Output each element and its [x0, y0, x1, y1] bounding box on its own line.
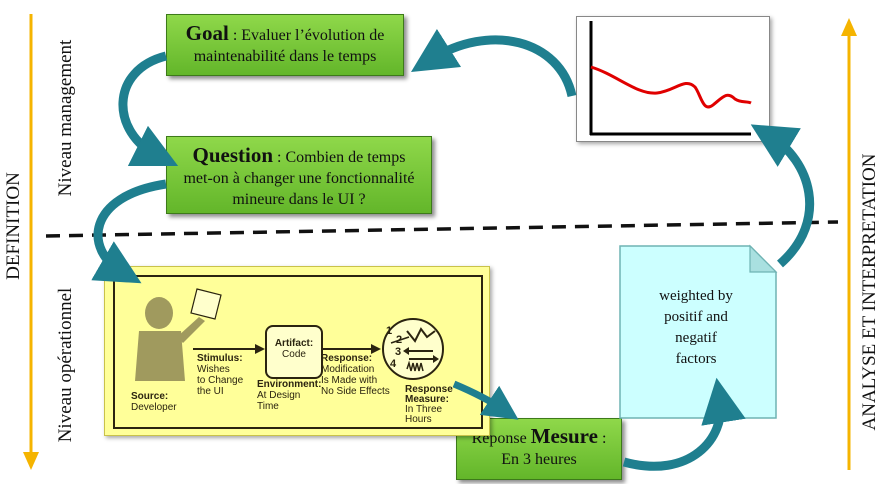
source-label: Source: Developer: [131, 391, 177, 413]
arrow-measure-to-note: [622, 377, 746, 471]
goal-keyword: Goal: [185, 21, 229, 45]
environment-title: Environment:: [257, 379, 322, 390]
response-measure-line1: In Three: [405, 404, 443, 415]
chart-trend-curve: [590, 65, 752, 109]
measure-keyword: Mesure: [530, 424, 598, 448]
measure-line2: En 3 heures: [501, 451, 577, 468]
response-line3: No Side Effects: [321, 386, 390, 397]
artifact-value: Code: [282, 349, 306, 360]
dial-number-1: 1: [386, 325, 393, 337]
dial-number-3: 3: [395, 346, 402, 358]
environment-line2: Time: [257, 401, 279, 412]
developer-figure-icon: [135, 288, 222, 381]
response-measure-label: Response Measure: In Three Hours: [405, 385, 453, 425]
environment-label: Environment: At Design Time: [257, 379, 321, 412]
artifact-title: Artifact:: [274, 338, 314, 349]
question-text-line3: mineure dans le UI ?: [232, 191, 366, 208]
response-line1: Modification: [321, 364, 375, 375]
question-text-line1: : Combien de temps: [273, 149, 406, 166]
question-text-line2: met-on à changer une fonctionnalité: [183, 170, 415, 187]
response-label: Response: Modification Is Made with No S…: [321, 353, 390, 397]
trend-chart-thumbnail: [576, 16, 770, 142]
scenario-flow-arrows: [193, 344, 381, 354]
arrow-scenario-to-measure: [452, 380, 519, 420]
arrow-goal-to-question: [118, 51, 179, 167]
artifact-box: Artifact: Code: [265, 325, 323, 379]
scenario-panel: Artifact: Code 1 2 3 4 Source: Developer…: [104, 266, 490, 436]
stimulus-line3: the UI: [197, 386, 224, 397]
response-measure-dial-icon: [382, 318, 444, 380]
response-measure-title1: Response: [405, 384, 453, 395]
stimulus-line2: to Change: [197, 375, 244, 386]
source-value: Developer: [131, 402, 177, 413]
goal-text-line1: : Evaluer l’évolution de: [228, 27, 385, 44]
measure-suffix: :: [597, 430, 607, 447]
stimulus-line1: Wishes: [197, 364, 230, 375]
dial-number-4: 4: [390, 358, 397, 370]
goal-box: Goal : Evaluer l’évolution de maintenabi…: [166, 14, 404, 76]
note-line3: negatif: [675, 330, 717, 346]
goal-text-line2: maintenabilité dans le temps: [193, 48, 377, 65]
response-measure-line2: Hours: [405, 414, 432, 425]
arrow-question-to-scenario: [91, 179, 167, 284]
note-line2: positif and: [664, 309, 728, 325]
question-keyword: Question: [192, 143, 274, 167]
arrow-note-to-chart: [750, 124, 815, 268]
environment-line1: At Design: [257, 390, 301, 401]
definition-axis-arrow: [23, 14, 39, 470]
note-shape: [619, 244, 778, 419]
note-text: weighted by positif and negatif factors: [618, 286, 774, 370]
arrow-chart-to-goal: [410, 28, 577, 98]
response-line2: Is Made with: [321, 375, 378, 386]
response-title: Response:: [321, 353, 373, 364]
analysis-axis-arrow: [841, 18, 857, 470]
weighted-factors-note: weighted by positif and negatif factors: [618, 244, 778, 420]
question-box: Question : Combien de temps met-on à cha…: [166, 136, 432, 214]
note-line1: weighted by: [659, 288, 733, 304]
response-measure-title2: Measure:: [405, 394, 449, 405]
stimulus-label: Stimulus: Wishes to Change the UI: [197, 353, 243, 397]
stimulus-title: Stimulus:: [197, 353, 243, 364]
source-title: Source:: [131, 391, 169, 402]
note-line4: factors: [675, 351, 717, 367]
dial-number-2: 2: [396, 334, 403, 346]
